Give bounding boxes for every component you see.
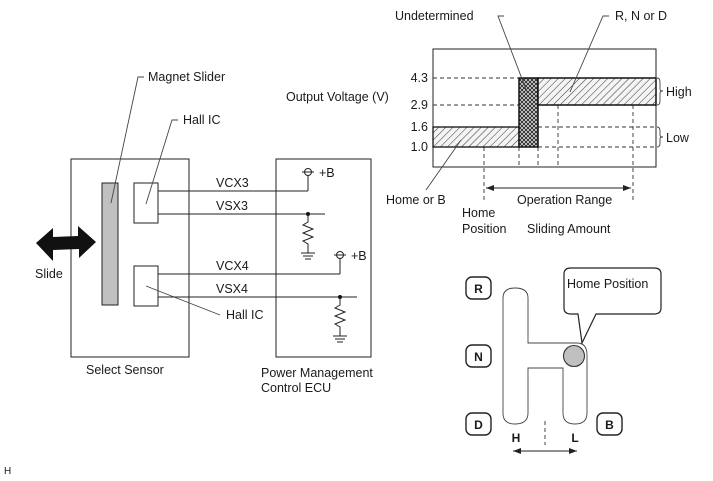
- home-or-b-label: Home or B: [386, 193, 446, 207]
- rnd-label: R, N or D: [615, 9, 667, 23]
- chart-frame: [432, 48, 657, 168]
- home-or-b-leader: [425, 139, 462, 191]
- operation-range-label: Operation Range: [517, 193, 612, 207]
- select-sensor-box: [70, 158, 190, 358]
- signal-label-vsx4: VSX4: [216, 282, 248, 296]
- hall-ic-upper-label: Hall IC: [183, 113, 221, 127]
- slide-label: Slide: [35, 267, 63, 281]
- wiring: VCX3 VSX3 VCX4 VSX4: [158, 172, 357, 298]
- x-axis-label: Sliding Amount: [527, 222, 611, 236]
- undetermined-leader: [497, 15, 528, 93]
- ecu-label-line1: Power Management: [261, 366, 373, 380]
- hall-ic-lower-label: Hall IC: [226, 308, 264, 322]
- position-r-badge: R: [465, 276, 492, 300]
- high-brace: [656, 77, 664, 106]
- band-undetermined: [518, 77, 539, 148]
- voltage-chart: 4.3 2.9 1.6 1.0 Output Voltage (V) High …: [286, 9, 692, 236]
- hall-ic-lower-leader: [145, 285, 221, 316]
- signal-label-vsx3: VSX3: [216, 199, 248, 213]
- select-sensor-label: Select Sensor: [86, 363, 164, 377]
- magnet-slider-label: Magnet Slider: [148, 70, 225, 84]
- band-rnd: [537, 77, 657, 106]
- y-tick: 2.9: [411, 98, 428, 112]
- shift-knob-icon: [562, 344, 586, 368]
- home-position-callout-label: Home Position: [567, 277, 648, 291]
- position-n-badge: N: [465, 344, 492, 368]
- position-b-badge: B: [596, 412, 623, 436]
- high-label: High: [666, 85, 692, 99]
- resistor-icon: [301, 214, 315, 253]
- figure-code: H: [4, 466, 11, 477]
- select-sensor: Magnet Slider Hall IC Hall IC Slide Sele…: [35, 70, 264, 377]
- undetermined-label: Undetermined: [395, 9, 474, 23]
- y-axis-label: Output Voltage (V): [286, 90, 389, 104]
- home-position-callout: [563, 267, 662, 346]
- y-tick: 4.3: [411, 71, 428, 85]
- y-tick: 1.0: [411, 140, 428, 154]
- signal-label-vcx3: VCX3: [216, 176, 249, 190]
- svg-text:D: D: [474, 418, 483, 432]
- rnd-leader: [569, 15, 609, 93]
- svg-text:B: B: [605, 418, 614, 432]
- shift-pattern: R N D B Home Position H L: [465, 267, 662, 454]
- ecu-box: [275, 158, 372, 358]
- band-home-or-b: [432, 126, 520, 148]
- svg-text:R: R: [474, 282, 483, 296]
- y-tick: 1.6: [411, 120, 428, 134]
- shift-gate: [502, 287, 588, 425]
- home-position-label-line1: Home: [462, 206, 495, 220]
- magnet-slider-leader: [110, 76, 144, 204]
- signal-label-vcx4: VCX4: [216, 259, 249, 273]
- svg-text:N: N: [474, 350, 483, 364]
- hall-ic-upper-leader: [145, 119, 178, 205]
- supply-label-2: +B: [351, 249, 367, 263]
- position-d-badge: D: [465, 412, 492, 436]
- supply-label-1: +B: [319, 166, 335, 180]
- home-position-label-line2: Position: [462, 222, 507, 236]
- low-brace: [656, 126, 664, 148]
- ecu: +B +B Power Management Control ECU: [261, 158, 373, 395]
- ecu-label-line2: Control ECU: [261, 381, 331, 395]
- low-label: Low: [666, 131, 690, 145]
- l-label: L: [571, 431, 578, 445]
- magnet-slider: [101, 182, 119, 306]
- h-label: H: [512, 431, 521, 445]
- resistor-icon: [333, 297, 347, 336]
- slide-arrow-icon: [36, 226, 96, 261]
